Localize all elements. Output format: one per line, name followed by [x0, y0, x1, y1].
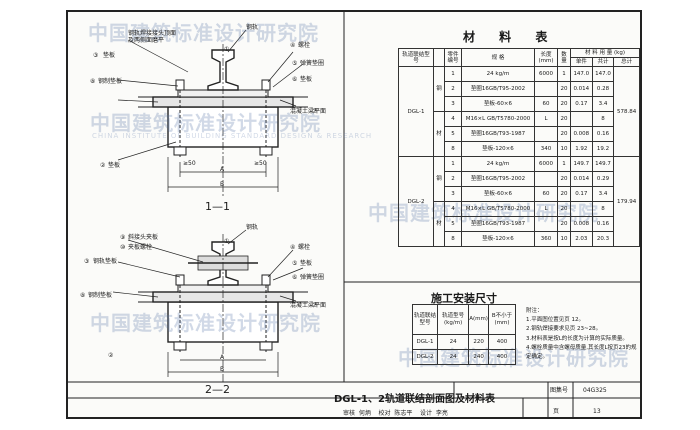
notes: 附注： 1.平面图位置见页 12。 2.钢轨焊接要求见页 23~28。 3.材料…: [526, 307, 640, 362]
dim-b-2: B: [220, 366, 225, 373]
col-spec: 规 格: [461, 48, 535, 67]
col-total: 共计: [591, 57, 615, 67]
label-washer-2: 弹簧垫圈: [300, 274, 325, 281]
note-item: 2.钢轨焊接要求见页 23~28。: [526, 326, 602, 333]
callout-1-2: ①: [224, 238, 230, 245]
callout-8-2: ⑧: [80, 292, 86, 299]
dim-a-2: A: [220, 354, 225, 361]
page-number: 13: [593, 408, 601, 415]
label-steel-pad-2: 钢制垫板: [88, 292, 113, 299]
label-steel-pad: 钢制垫板: [98, 78, 123, 85]
label-rail: 钢轨: [246, 24, 259, 31]
drawing-title: DGL-1、2轨道联结剖面图及材料表: [334, 394, 495, 405]
install-col-code: 轨道联结型号: [411, 304, 439, 335]
col-sum: 总计: [613, 57, 640, 67]
label-washer: 弹簧垫圈: [300, 60, 325, 67]
note-item: 4.螺栓质量中含螺母质量,其长度L按页23的规定确定。: [526, 344, 637, 361]
callout-4-2: ④: [290, 244, 296, 251]
dim-50-left: ≥50: [183, 160, 196, 167]
drawing-sheet: 中国建筑标准设计研究院 中国建筑标准设计研究院 CHINA INSTITUTE …: [66, 10, 642, 419]
label-pad-2: 垫板: [300, 260, 313, 267]
callout-9: ⑨: [120, 234, 126, 241]
callout-8: ⑧: [90, 78, 96, 85]
col-no: 零件编号: [444, 48, 462, 67]
col-usage: 材 料 用 量 (kg): [570, 48, 640, 58]
callout-7-2: ⑦: [312, 302, 318, 309]
install-title: 施工安装尺寸: [431, 292, 497, 305]
col-unit: 单件: [570, 57, 593, 67]
page-label: 页: [553, 408, 560, 415]
section-drawings: [68, 12, 640, 417]
watermark: 中国建筑标准设计研究院: [90, 311, 321, 335]
dim-a: A: [220, 166, 225, 173]
label-rail-pad: 钢轨垫板: [93, 258, 118, 265]
callout-1: ①: [224, 46, 230, 53]
label-rail-2: 钢轨: [246, 224, 259, 231]
callout-5: ⑤: [292, 60, 298, 67]
col-code: 轨道联结型号: [398, 48, 434, 67]
materials-table: 轨道联结型号 零件编号 规 格 长度(mm) 数量 材 料 用 量 (kg) 单…: [398, 48, 640, 247]
materials-title: 材 料 表: [463, 30, 558, 44]
atlas-number: 04G325: [583, 387, 607, 394]
callout-3-2: ③: [84, 258, 90, 265]
label-concrete: 混凝土梁平面: [290, 108, 327, 115]
signature-row: 审核 何炳 校对 陈志平 设计 李亮: [343, 410, 448, 417]
callout-2-2: ②: [108, 352, 114, 359]
section-title-2: 2—2: [205, 383, 230, 396]
callout-10: ⑩: [120, 244, 126, 251]
dim-b: B: [220, 181, 225, 188]
label-weld-top: 钢轨焊接接头顶面: [128, 30, 177, 37]
watermark-sub: CHINA INSTITUTE OF BUILDING STANDARD DES…: [92, 132, 373, 140]
dim-50-right: ≥50: [254, 160, 267, 167]
label-bolt-2: 螺栓: [298, 244, 311, 251]
label-pad: 垫板: [103, 52, 116, 59]
install-col-b: B不小于(mm): [487, 304, 517, 335]
label-pad-r: 垫板: [300, 76, 313, 83]
callout-2: ②: [100, 162, 106, 169]
label-pad-bottom: 垫板: [108, 162, 121, 169]
callout-7: ⑦: [312, 108, 318, 115]
label-concrete-2: 混凝土梁平面: [290, 302, 327, 309]
note-item: 1.平面图位置见页 12。: [526, 317, 584, 324]
col-qty: 数量: [557, 48, 571, 67]
install-col-rail: 轨道型号(kg/m): [437, 304, 470, 335]
atlas-label: 图集号: [550, 387, 569, 394]
label-bolt: 螺栓: [298, 42, 311, 49]
label-joint-plate: 斜接头夹板: [128, 234, 159, 241]
watermark: 中国建筑标准设计研究院: [88, 21, 319, 45]
label-weld-sides: 及两侧面磨平: [128, 37, 165, 44]
callout-3: ③: [93, 52, 99, 59]
install-col-a: A(mm): [468, 304, 489, 335]
notes-heading: 附注：: [526, 308, 543, 314]
label-plate-bolt: 夹板螺栓: [128, 244, 153, 251]
callout-6-2: ⑥: [292, 274, 298, 281]
col-len: 长度(mm): [534, 48, 558, 67]
callout-4: ④: [290, 42, 296, 49]
callout-6: ⑥: [292, 76, 298, 83]
watermark: 中国建筑标准设计研究院: [90, 111, 321, 135]
note-item: 3.材料表是按L的长度为计算的实际质量。: [526, 335, 628, 342]
callout-5-2: ⑤: [292, 260, 298, 267]
section-title-1: 1—1: [205, 200, 230, 213]
